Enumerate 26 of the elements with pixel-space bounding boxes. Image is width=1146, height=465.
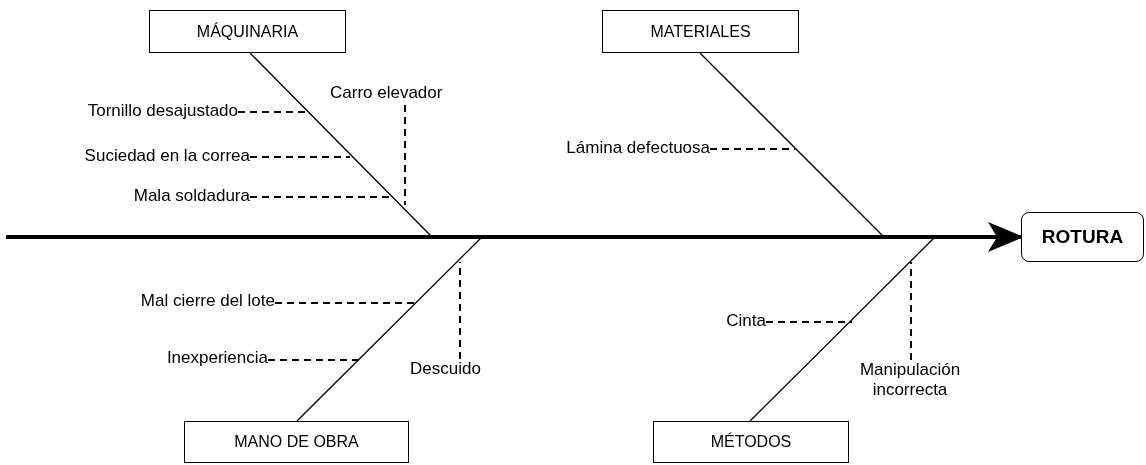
category-box: MÉTODOS bbox=[653, 421, 849, 463]
dashed-leader-line bbox=[709, 148, 796, 150]
dashed-leader-line bbox=[765, 321, 853, 323]
cause-label: Lámina defectuosa bbox=[500, 138, 710, 160]
category-box: MÁQUINARIA bbox=[149, 10, 346, 53]
cause-label: Cinta bbox=[700, 311, 766, 333]
bone-line bbox=[699, 52, 885, 238]
category-box: MATERIALES bbox=[602, 10, 799, 53]
effect-box: ROTURA bbox=[1021, 212, 1144, 262]
dashed-leader-line bbox=[459, 261, 461, 360]
dashed-leader-line bbox=[910, 261, 912, 361]
bone-line bbox=[249, 52, 433, 238]
dashed-leader-line bbox=[267, 359, 361, 361]
cause-label: Suciedad en la correa bbox=[10, 146, 250, 168]
bone-line bbox=[749, 236, 936, 422]
cause-label: Tornillo desajustado bbox=[20, 101, 238, 123]
cause-label: Manipulación incorrecta bbox=[830, 360, 990, 404]
dashed-leader-line bbox=[249, 156, 351, 158]
cause-label: Mal cierre del lote bbox=[80, 291, 275, 313]
cause-label: Descuido bbox=[410, 359, 510, 381]
cause-label: Carro elevador bbox=[330, 83, 480, 105]
cause-label: Inexperiencia bbox=[110, 348, 268, 370]
dashed-leader-line bbox=[404, 104, 406, 206]
cause-label: Mala soldadura bbox=[60, 186, 250, 208]
category-box: MANO DE OBRA bbox=[184, 421, 409, 463]
bone-line bbox=[296, 236, 483, 422]
